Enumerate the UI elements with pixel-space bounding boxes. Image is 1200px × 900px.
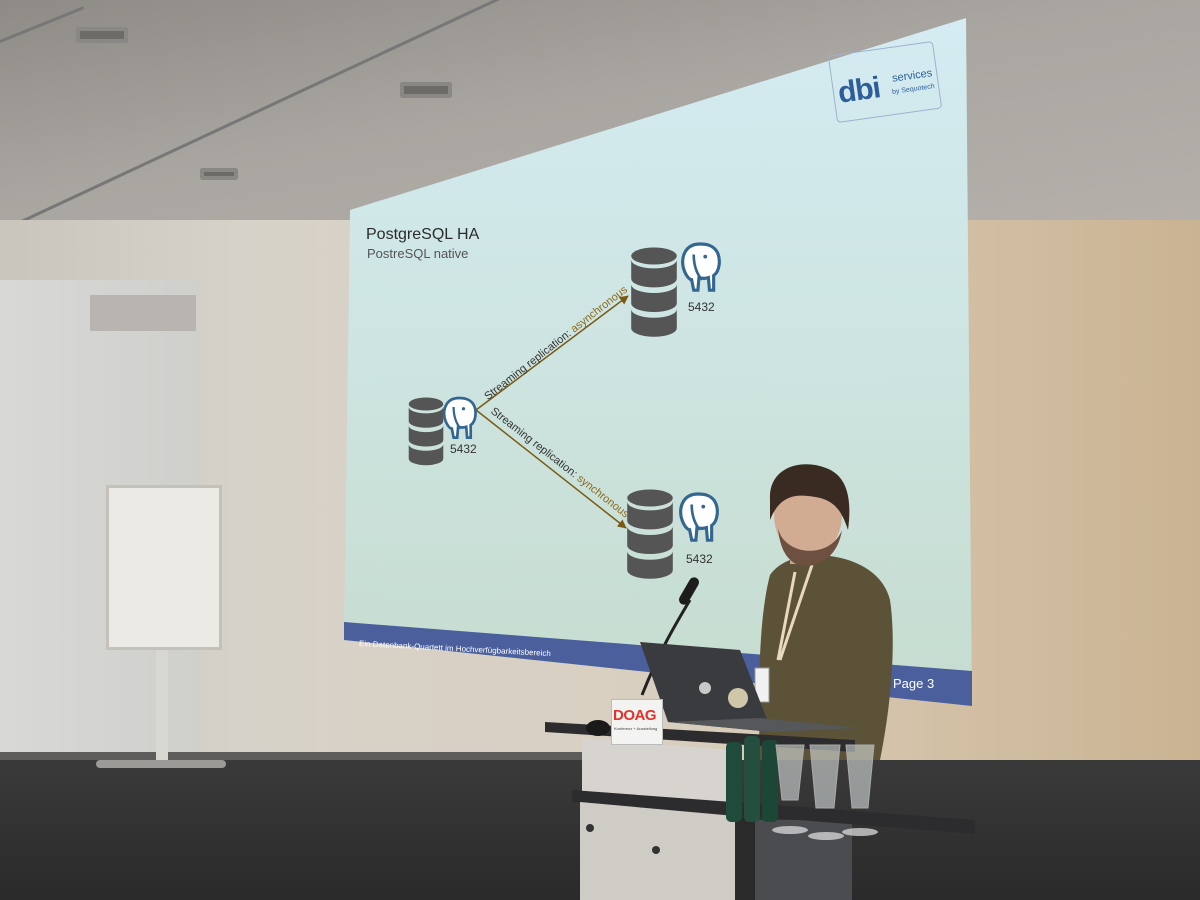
edge-async-arrow [475, 295, 629, 411]
laptop-base [668, 718, 858, 732]
doag-sign-subtitle: Konferenz + Ausstellung [614, 726, 658, 731]
port-label-primary: 5432 [450, 442, 477, 456]
edge-sync-arrow [475, 409, 627, 529]
port-label-sync: 5432 [686, 552, 713, 566]
ceiling-light [76, 27, 128, 43]
slide-subtitle: PostreSQL native [367, 246, 469, 261]
wine-glass [845, 744, 875, 809]
presenter-sweater [759, 554, 893, 760]
glass-base [808, 832, 844, 840]
presenter-hair [769, 464, 850, 530]
doag-sign-brand: DOAG [613, 707, 657, 724]
badge [754, 667, 770, 703]
laptop-sticker [728, 688, 748, 708]
skirting-board [0, 752, 600, 762]
flipchart-base [96, 760, 226, 768]
slide-page-number: Page 3 [893, 676, 935, 691]
apple-logo-icon [699, 682, 711, 694]
wine-glass [775, 744, 805, 801]
water-bottle [744, 736, 760, 822]
wall-soffit [90, 295, 196, 331]
podium-knob [652, 846, 660, 854]
slide-title: PostgreSQL HA [366, 226, 480, 243]
water-bottle [762, 740, 778, 822]
port-label-async: 5432 [688, 300, 715, 314]
water-bottle [726, 742, 742, 822]
lanyard [776, 564, 814, 661]
ceiling-light [200, 168, 238, 180]
podium-post [735, 816, 755, 900]
ceiling-light [400, 82, 452, 98]
podium-knob [586, 824, 594, 832]
presenter-beard [778, 528, 842, 566]
flipchart-board [106, 485, 222, 650]
wine-glass [809, 744, 841, 809]
flipchart-pole [156, 650, 168, 765]
microphone-stand [640, 599, 692, 696]
computer-mouse [586, 720, 610, 736]
doag-sign [611, 699, 663, 745]
microphone-icon [679, 577, 699, 605]
glass-base [772, 826, 808, 834]
glass-base [842, 828, 878, 836]
